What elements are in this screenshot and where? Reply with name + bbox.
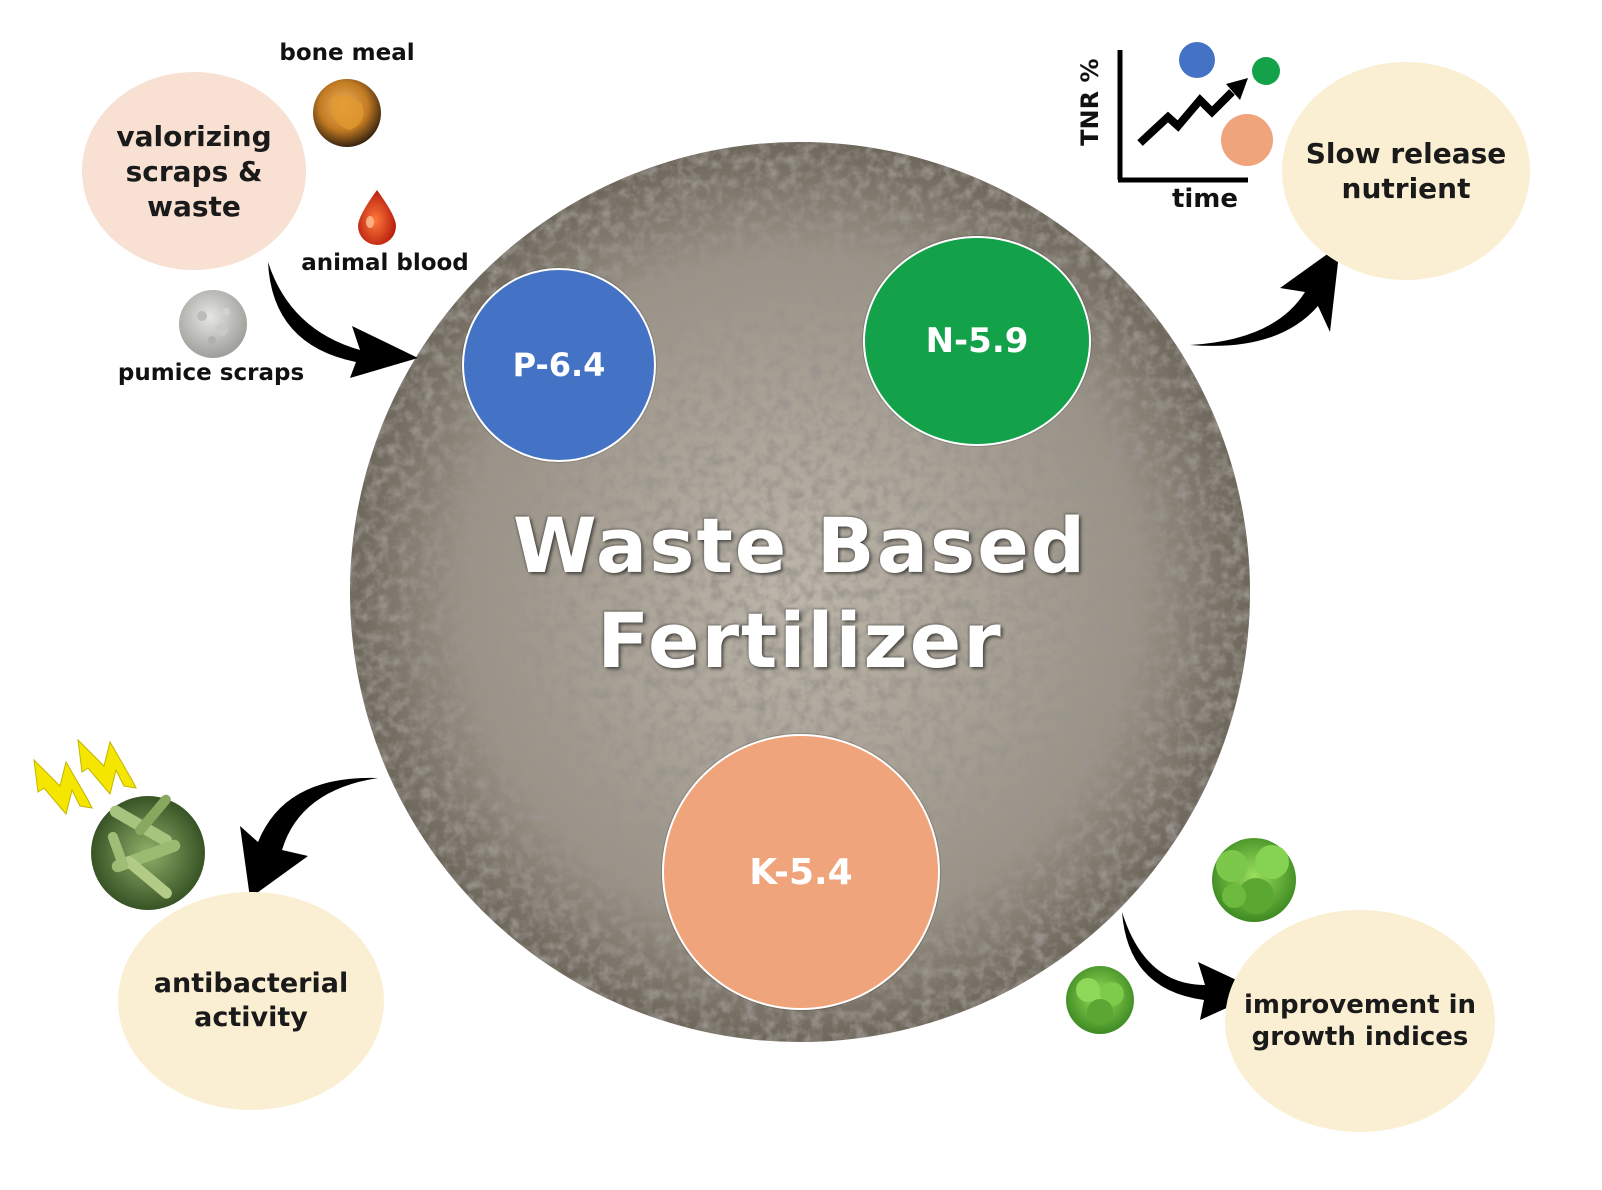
input-bubble: valorizing scraps & waste <box>82 72 306 270</box>
arrow-fertilizer-to-slow-release <box>1190 245 1340 346</box>
animal-blood-label: animal blood <box>301 250 469 276</box>
nutrient-label-n: N-5.9 <box>925 321 1029 361</box>
slow-release-bubble: Slow release nutrient <box>1282 62 1530 280</box>
animal-blood-drop-icon <box>358 190 396 245</box>
bacteria-image <box>91 794 205 910</box>
nutrient-label-p: P-6.4 <box>512 346 606 384</box>
growth-line-2: growth indices <box>1251 1022 1469 1052</box>
pumice-scraps-image <box>179 290 247 358</box>
antibacterial-line-2: activity <box>194 1002 308 1033</box>
nutrient-circle-n: N-5.9 <box>863 236 1091 446</box>
antibacterial-line-1: antibacterial <box>153 968 349 1000</box>
tnr-time-graph <box>1117 50 1248 183</box>
pumice-scraps-label: pumice scraps <box>117 360 305 386</box>
bone-meal-label: bone meal <box>279 40 415 66</box>
fertilizer-title-line-2: Fertilizer <box>597 596 1003 685</box>
graph-dot-green <box>1252 57 1280 85</box>
tnr-axis-label: TNR % <box>1075 58 1104 146</box>
arrow-inputs-to-fertilizer <box>268 262 418 378</box>
nutrient-circle-k: K-5.4 <box>662 734 940 1010</box>
large-lettuce-image <box>1212 838 1296 922</box>
fertilizer-title-line-1: Waste Based <box>512 501 1088 590</box>
graph-dot-orange <box>1221 114 1273 166</box>
arrow-fertilizer-to-growth <box>1122 912 1262 1020</box>
small-lettuce-image <box>1066 966 1134 1034</box>
fertilizer-title: Waste Based Fertilizer <box>470 498 1130 688</box>
growth-line-1: improvement in <box>1243 989 1477 1020</box>
nutrient-circle-p: P-6.4 <box>462 268 656 462</box>
input-bubble-line-3: waste <box>147 189 241 223</box>
graph-dot-blue <box>1179 42 1215 78</box>
bone-meal-image <box>313 79 381 147</box>
nutrient-label-k: K-5.4 <box>749 851 853 893</box>
antibacterial-bubble: antibacterial activity <box>118 892 384 1110</box>
slow-release-line-2: nutrient <box>1341 172 1471 205</box>
time-axis-label: time <box>1171 184 1239 214</box>
growth-bubble: improvement in growth indices <box>1225 910 1495 1132</box>
lightning-bolt-icon <box>33 738 137 816</box>
slow-release-line-1: Slow release <box>1305 137 1507 170</box>
input-bubble-line-2: scraps & <box>125 154 263 188</box>
input-bubble-line-1: valorizing <box>116 119 272 153</box>
arrow-fertilizer-to-antibacterial <box>240 777 378 898</box>
